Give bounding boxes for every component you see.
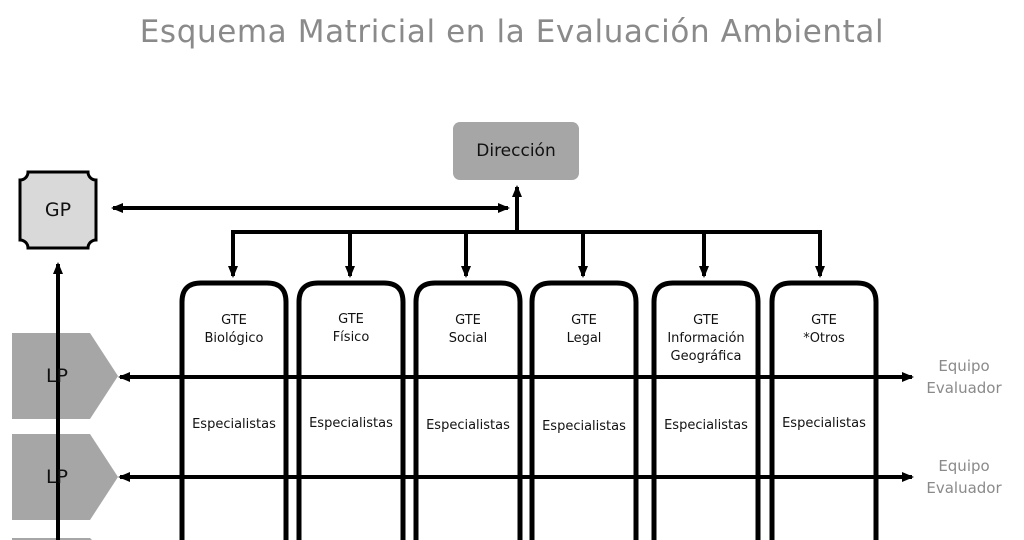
direccion-box: Dirección <box>453 122 579 180</box>
column-members-social: Especialistas <box>426 418 510 433</box>
column-outline-6 <box>769 280 879 540</box>
lp-box-1: LP <box>45 365 69 387</box>
diagram-title: Esquema Matricial en la Evaluación Ambie… <box>139 14 885 50</box>
column-title-otros: GTE *Otros <box>803 313 845 346</box>
column-title-social: GTE Social <box>448 313 488 346</box>
column-title-biologico: GTE Biológico <box>204 313 264 346</box>
gp-box-label: GP <box>44 199 72 221</box>
column-title-fisico: GTE Físico <box>332 312 370 345</box>
column-outlines <box>179 280 879 540</box>
lp-shape-1 <box>12 333 118 419</box>
column-outline-3 <box>413 280 523 540</box>
column-title-informacion-geografica: GTE Información Geográfica <box>667 313 745 364</box>
column-members-fisico: Especialistas <box>309 416 393 431</box>
column-outline-4 <box>529 280 639 540</box>
column-outline-5 <box>651 280 761 540</box>
lp-box-2: LP <box>45 466 69 488</box>
column-title-legal: GTE Legal <box>566 313 602 346</box>
column-members-informacion-geografica: Especialistas <box>664 418 748 433</box>
lp-shape-2 <box>12 434 118 520</box>
equipo-evaluador-label-1: Equipo Evaluador <box>926 357 1002 397</box>
column-members-legal: Especialistas <box>542 419 626 434</box>
equipo-evaluador-label-2: Equipo Evaluador <box>926 457 1002 497</box>
column-outline-2 <box>296 280 406 540</box>
column-members-otros: Especialistas <box>782 416 866 431</box>
column-outline-1 <box>179 280 289 540</box>
column-members-biologico: Especialistas <box>192 417 276 432</box>
gp-box-shape <box>18 170 98 250</box>
